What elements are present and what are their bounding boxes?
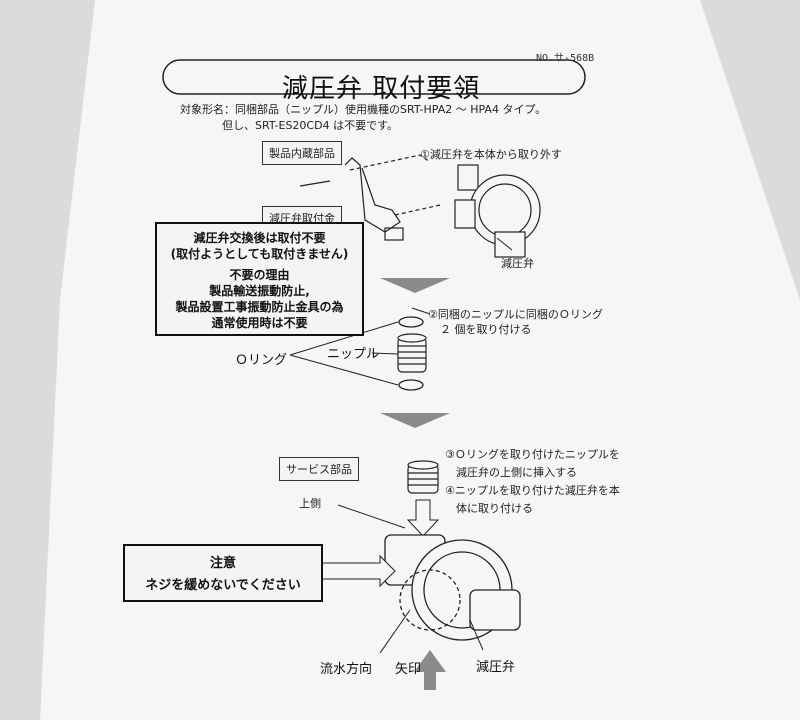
oring-label: Ｏリング — [235, 353, 288, 368]
oring-leader-lines — [289, 307, 431, 386]
valve-drawing-bottom — [384, 534, 521, 641]
notice-line-1: 減圧弁交換後は取付不要 — [193, 231, 326, 245]
title-frame — [162, 59, 586, 95]
exception-note: 但し、SRT-ES20CD4 は不要です。 — [222, 119, 398, 132]
bottom-leader-lines — [379, 609, 484, 654]
bracket-drawing — [299, 154, 441, 241]
notice-line-4: 製品輸送振動防止, — [209, 284, 310, 298]
step3-text-1: ③Ｏリングを取り付けたニップルを — [445, 448, 620, 461]
caution-box: 注意 ネジを緩めないでください — [123, 544, 323, 602]
nipple-drawing-2 — [407, 460, 439, 494]
step2-text-1: ②同梱のニップルに同梱のＯリング — [428, 308, 603, 321]
caution-text: ネジを緩めないでください — [145, 578, 301, 593]
document-title: 減圧弁 取付要領 — [282, 74, 481, 104]
step1-text: ①減圧弁を本体から取り外す — [420, 148, 562, 161]
flow-direction-label: 流水方向 — [320, 662, 373, 677]
valve-drawing-top — [454, 164, 541, 258]
step3-text-2: 減圧弁の上側に挿入する — [456, 466, 577, 479]
arrow-mark-label: 矢印 — [395, 662, 422, 677]
service-parts-label: サービス部品 — [279, 457, 359, 481]
nipple-label: ニップル — [327, 347, 380, 362]
document-number: NO.サ-568B — [536, 53, 595, 64]
step4-text-2: 体に取り付ける — [456, 502, 533, 515]
step2-text-2: ２ 個を取り付ける — [440, 323, 532, 336]
notice-line-6: 通常使用時は不要 — [211, 316, 308, 330]
insert-arrow — [406, 499, 440, 537]
step-arrow-2 — [380, 413, 450, 428]
builtin-parts-label: 製品内蔵部品 — [262, 141, 342, 165]
flow-arrow — [414, 650, 446, 690]
nipple-drawing — [397, 333, 427, 373]
orings-drawing — [398, 316, 424, 391]
valve-label-bottom: 減圧弁 — [476, 660, 516, 675]
caution-title: 注意 — [209, 556, 236, 571]
target-models: 対象形名：同梱部品（ニップル）使用機種のSRT-HPA2 ～ HPA4 タイプ。 — [180, 103, 547, 116]
step-arrow-1 — [380, 278, 450, 293]
notice-box: 減圧弁交換後は取付不要 (取付ようとしても取付きません) 不要の理由 製品輸送振… — [155, 222, 364, 336]
upper-side-label: 上側 — [299, 497, 321, 510]
caution-arrow — [319, 554, 396, 588]
notice-line-3: 不要の理由 — [229, 268, 290, 282]
valve-leader-line — [496, 237, 513, 251]
notice-line-5: 製品設置工事振動防止金具の為 — [175, 300, 344, 314]
valve-label-top: 減圧弁 — [501, 257, 534, 270]
notice-line-2: (取付ようとしても取付きません) — [170, 247, 349, 261]
step4-text-1: ④ニップルを取り付けた減圧弁を本 — [445, 484, 620, 497]
upper-leader-line — [337, 504, 406, 529]
